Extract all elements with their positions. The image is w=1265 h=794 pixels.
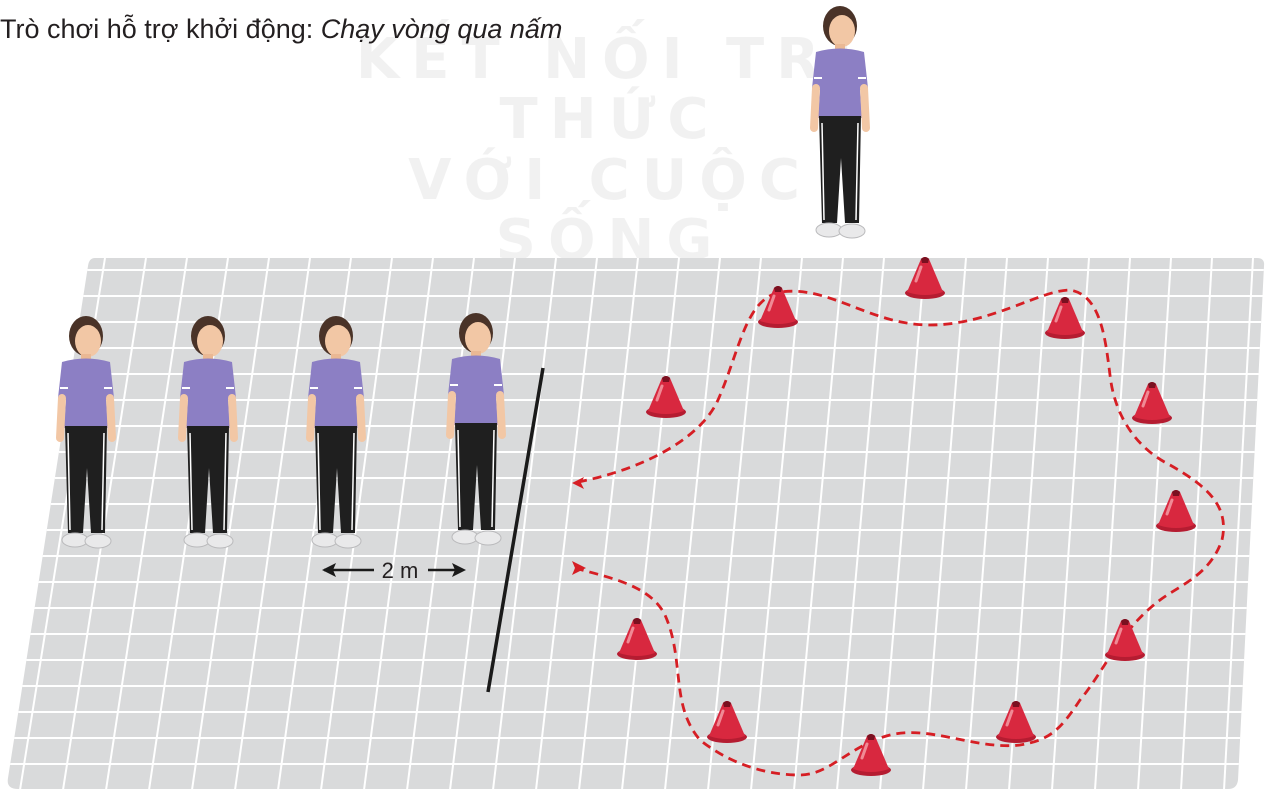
arrow-left-icon <box>322 563 336 577</box>
arrow-right-icon <box>452 563 466 577</box>
watermark-line-1: KẾT NỐI TRI THỨC <box>355 27 865 153</box>
running-path <box>574 288 1225 777</box>
distance-indicator: 2 m <box>322 558 466 583</box>
path-start-arrowhead <box>572 561 586 575</box>
page-title: Trò chơi hỗ trợ khởi động: Chạy vòng qua… <box>0 14 562 45</box>
distance-label: 2 m <box>382 558 419 583</box>
game-name: Chạy vòng qua nấm <box>320 14 563 44</box>
start-line <box>486 367 545 693</box>
watermark: KẾT NỐI TRI THỨC VỚI CUỘC SỐNG <box>330 27 890 274</box>
teacher-figure <box>812 6 868 238</box>
title-prefix: Trò chơi hỗ trợ khởi động: <box>0 14 321 44</box>
watermark-line-2: VỚI CUỘC SỐNG <box>408 147 812 274</box>
